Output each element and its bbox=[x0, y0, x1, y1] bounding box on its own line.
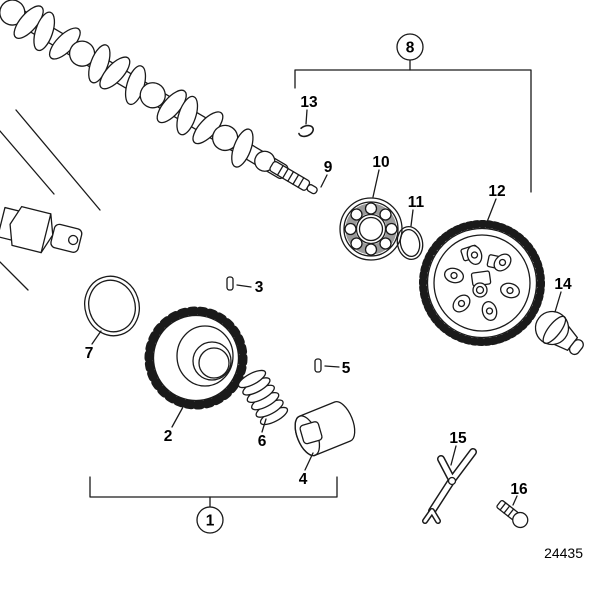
callout-12-label: 12 bbox=[488, 183, 505, 200]
bearing-ball bbox=[350, 237, 363, 250]
retaining-ring-11 bbox=[396, 226, 424, 260]
bearing-ball bbox=[379, 237, 392, 250]
screw-16 bbox=[496, 499, 529, 529]
callout-10-label: 10 bbox=[372, 154, 389, 171]
camshaft-gear-12 bbox=[419, 220, 545, 346]
callout-8-label: 8 bbox=[406, 40, 415, 57]
gear-roller bbox=[493, 253, 512, 272]
gear-teeth bbox=[419, 220, 545, 346]
group-bracket-8 bbox=[294, 33, 532, 193]
cam-lobe bbox=[33, 11, 56, 52]
pin-3 bbox=[226, 276, 234, 291]
figure-number: 24435 bbox=[544, 545, 583, 561]
screw-head bbox=[512, 511, 529, 529]
group-bracket-1 bbox=[89, 476, 338, 534]
cam-lobe bbox=[99, 56, 131, 90]
callout-5-label: 5 bbox=[342, 360, 351, 377]
gear-roller bbox=[443, 267, 465, 284]
spring-6 bbox=[237, 369, 289, 426]
pin-5 bbox=[314, 358, 322, 373]
cam-lobe bbox=[156, 89, 187, 124]
bearing-ball bbox=[350, 208, 363, 221]
ball-bearing-10 bbox=[339, 197, 403, 261]
callout-9-label: 9 bbox=[324, 159, 333, 176]
bearing-ball bbox=[379, 208, 392, 221]
cam-lobe bbox=[13, 5, 44, 40]
callout-11-label: 11 bbox=[408, 194, 425, 211]
callout-1-circle bbox=[196, 506, 224, 534]
bearing-ball bbox=[385, 222, 398, 236]
callout-3-label: 3 bbox=[255, 279, 264, 296]
cam-lobe bbox=[88, 44, 111, 84]
bushing-4 bbox=[294, 401, 356, 457]
callout-4-label: 4 bbox=[299, 471, 308, 488]
gear-teeth bbox=[144, 306, 248, 410]
gear-roller bbox=[481, 300, 498, 322]
bearing-ball bbox=[364, 243, 378, 256]
cam-lobe bbox=[176, 95, 199, 136]
callout-6-label: 6 bbox=[258, 433, 267, 450]
tappet-14 bbox=[534, 310, 584, 356]
bearing-ball bbox=[344, 222, 357, 236]
callout-1-label: 1 bbox=[206, 513, 215, 530]
drive-gear-2 bbox=[144, 306, 248, 410]
camshaft-end-threads-9 bbox=[269, 161, 318, 195]
callout-14-label: 14 bbox=[554, 276, 572, 293]
clip-13 bbox=[297, 124, 315, 138]
gear-roller bbox=[466, 244, 483, 266]
callout-7-label: 7 bbox=[85, 345, 94, 362]
callout-15-label: 15 bbox=[449, 430, 467, 447]
callout-8-circle bbox=[396, 33, 424, 61]
bushing-square-bore bbox=[299, 421, 323, 445]
cam-lobe bbox=[231, 128, 254, 168]
callout-2-label: 2 bbox=[164, 428, 173, 445]
gear-roller bbox=[452, 294, 471, 313]
callout-16-label: 16 bbox=[510, 481, 528, 498]
sealing-ring-7 bbox=[84, 275, 140, 337]
gear-roller bbox=[499, 282, 521, 299]
callout-13-label: 13 bbox=[300, 94, 318, 111]
block-fitting bbox=[0, 205, 83, 254]
bearing-ball bbox=[364, 202, 378, 215]
camshaft bbox=[0, 0, 318, 195]
leader-lines bbox=[91, 109, 562, 506]
fork-tool-15 bbox=[422, 448, 477, 524]
camshaft-journal bbox=[139, 82, 166, 109]
engine-block-sketch bbox=[0, 109, 101, 291]
